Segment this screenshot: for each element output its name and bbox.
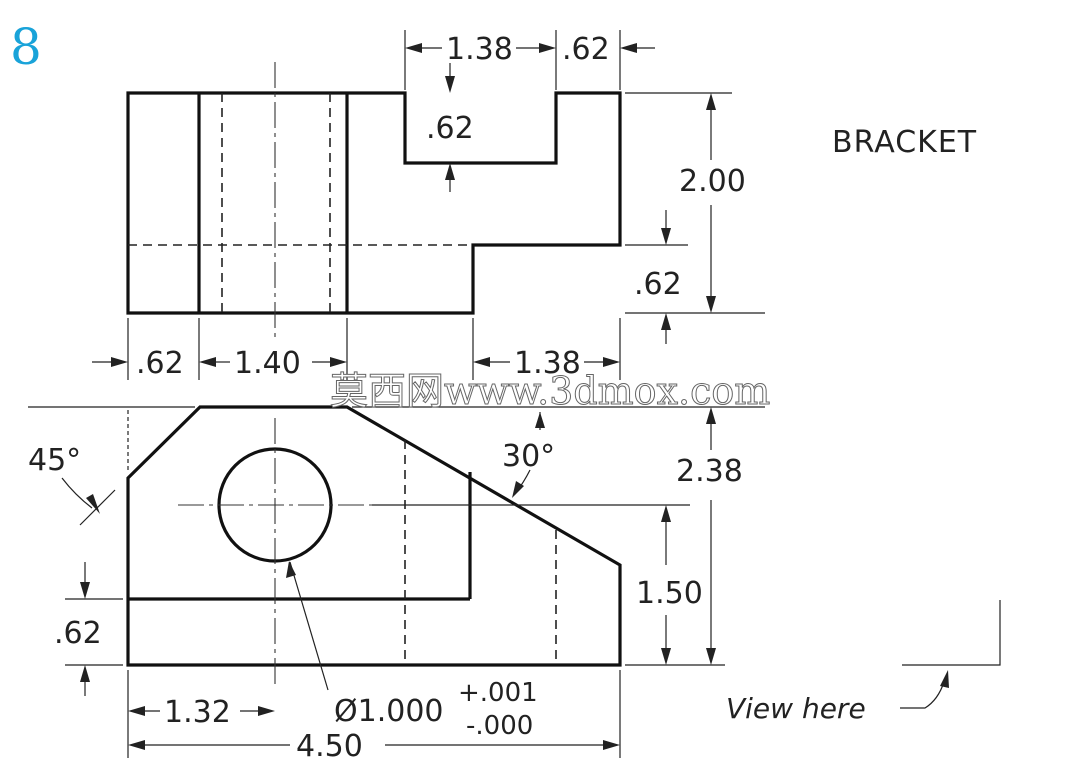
dim-overall-width: 4.50 [296,729,363,764]
dim-slot-depth: .62 [426,111,474,146]
dim-step-height: .62 [634,267,682,302]
problem-number: 8 [10,18,42,76]
drawing-title: BRACKET [832,125,977,160]
top-view-outline [126,405,622,667]
front-dimensions: 1.38 .62 .62 2.00 .62 1.38 [92,30,765,381]
dim-chamfer-angle: 45° [28,443,81,478]
dim-diameter: Ø1.000 [334,694,444,729]
top-dimensions: 45° 30° 2.38 1.50 .62 1.3 [28,406,765,764]
dim-bottom-step: 1.38 [514,346,581,381]
front-view-outline [126,91,622,315]
view-direction: View here [726,600,1001,725]
view-note: View here [726,692,866,725]
dim-slot-side: .62 [562,32,610,67]
dim-slope-angle: 30° [502,439,555,474]
dim-slot-width: 1.38 [446,32,513,67]
dim-hole-x: 1.32 [164,695,231,730]
dim-left-offset: .62 [136,346,184,381]
watermark-text: 莫西网www.3dmox.com [330,369,770,413]
dim-hole-center: 1.50 [636,576,703,611]
dim-overall-height: 2.00 [679,164,746,199]
top-view [126,405,690,685]
dim-overall-depth: 2.38 [676,454,743,489]
front-view [126,62,622,340]
dim-base-thickness: .62 [54,616,102,651]
dim-bore-width: 1.40 [234,346,301,381]
dim-tol-minus: -.000 [466,711,533,741]
dim-tol-plus: +.001 [458,678,538,708]
